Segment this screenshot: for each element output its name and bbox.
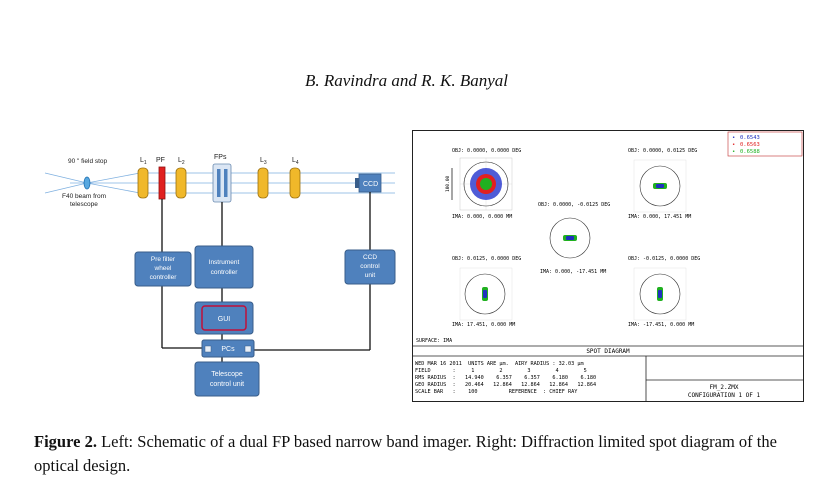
- prefilter-icon: [158, 166, 166, 200]
- figure-caption: Figure 2. Left: Schematic of a dual FP b…: [34, 430, 784, 478]
- svg-text:IMA: 17.451, 0.000 MM: IMA: 17.451, 0.000 MM: [452, 322, 515, 328]
- svg-text:0.6543: 0.6543: [740, 135, 760, 141]
- svg-text:controller: controller: [211, 269, 239, 276]
- pcs-box: PCs: [201, 339, 255, 358]
- spot-diagram: • 0.6543 • 0.6563 • 0.6588 OBJ: 0.0000, …: [412, 130, 804, 402]
- svg-text:Instrument: Instrument: [209, 259, 240, 266]
- ccd-label: CCD: [363, 181, 378, 188]
- svg-text:GEO RADIUS : 20.464 12.86: GEO RADIUS : 20.464 12.864 12.864 12.864…: [415, 382, 596, 388]
- file-name: FM_2.ZMX: [710, 384, 739, 391]
- caption-text: Left: Schematic of a dual FP based narro…: [34, 432, 777, 475]
- lens-l3-label: L3: [260, 157, 267, 166]
- field-stop-icon: [83, 176, 91, 190]
- svg-text:RMS RADIUS : 14.940 6.35: RMS RADIUS : 14.940 6.357 6.357 6.180 6.…: [415, 375, 596, 381]
- lens-l2-icon: [175, 167, 187, 199]
- svg-text:PCs: PCs: [221, 346, 235, 353]
- svg-text:control: control: [360, 263, 380, 270]
- svg-text:•: •: [732, 149, 735, 155]
- svg-text:0.6588: 0.6588: [740, 149, 760, 155]
- svg-text:controller: controller: [150, 274, 178, 281]
- svg-text:IMA: 0.000, 0.000 MM: IMA: 0.000, 0.000 MM: [452, 214, 512, 220]
- spot-field-1: OBJ: 0.0000, 0.0000 DEG 100.00 IMA: 0.00…: [445, 148, 521, 220]
- telescope-control-unit-box: Telescope control unit: [194, 361, 260, 397]
- fp-etalons-icon: [212, 163, 232, 203]
- svg-text:OBJ: -0.0125, 0.0000 DEG: OBJ: -0.0125, 0.0000 DEG: [628, 256, 700, 262]
- svg-text:100.00: 100.00: [445, 175, 451, 192]
- svg-text:IMA: 0.000, 17.451 MM: IMA: 0.000, 17.451 MM: [628, 214, 691, 220]
- instrument-schematic: 90 " field stop F40 beam from telescope …: [44, 154, 396, 397]
- gui-box: GUI: [194, 301, 254, 335]
- svg-text:FIELD : 1 2: FIELD : 1 2 3 4 5: [415, 368, 587, 374]
- svg-text:•: •: [732, 142, 735, 148]
- svg-text:unit: unit: [365, 272, 376, 279]
- svg-text:OBJ: 0.0000, 0.0125 DEG: OBJ: 0.0000, 0.0125 DEG: [628, 148, 697, 154]
- spot-field-5: OBJ: -0.0125, 0.0000 DEG IMA: -17.451, 0…: [628, 256, 700, 328]
- svg-text:OBJ: 0.0125, 0.0000 DEG: OBJ: 0.0125, 0.0000 DEG: [452, 256, 521, 262]
- spot-field-4: OBJ: 0.0125, 0.0000 DEG IMA: 17.451, 0.0…: [452, 256, 521, 328]
- prefilter-controller-box: Pre filter wheel controller: [134, 251, 192, 287]
- connector-lines: [161, 192, 371, 362]
- lens-l4-icon: [289, 167, 301, 199]
- spot-field-2: OBJ: 0.0000, 0.0125 DEG IMA: 0.000, 17.4…: [628, 148, 697, 220]
- svg-text:Pre filter: Pre filter: [151, 256, 176, 263]
- svg-text:GUI: GUI: [218, 316, 231, 323]
- svg-text:control unit: control unit: [210, 381, 244, 388]
- configuration-label: CONFIGURATION 1 OF 1: [688, 392, 761, 399]
- svg-text:SCALE BAR : 100: SCALE BAR : 100 REFERENCE : CHIEF RAY: [415, 389, 578, 395]
- svg-text:wheel: wheel: [154, 265, 173, 272]
- svg-text:0.6563: 0.6563: [740, 142, 760, 148]
- spot-title: SPOT DIAGRAM: [586, 348, 630, 355]
- lens-l4-label: L4: [292, 157, 299, 166]
- lens-l1-label: L1: [140, 157, 147, 166]
- running-header: B. Ravindra and R. K. Banyal: [304, 71, 509, 90]
- lens-l3-icon: [257, 167, 269, 199]
- svg-text:Telescope: Telescope: [211, 371, 243, 378]
- lens-l2-label: L2: [178, 157, 185, 166]
- caption-label: Figure 2.: [34, 432, 97, 451]
- svg-text:•: •: [732, 135, 735, 141]
- svg-text:CCD: CCD: [363, 254, 377, 261]
- beam-label-line2: telescope: [70, 201, 98, 208]
- svg-text:IMA: -17.451, 0.000 MM: IMA: -17.451, 0.000 MM: [628, 322, 694, 328]
- svg-text:WED MAR 16 2011 UNITS ARE µm.: WED MAR 16 2011 UNITS ARE µm. AIRY RADIU…: [415, 361, 584, 367]
- field-stop-label: 90 " field stop: [68, 158, 108, 165]
- wavelength-legend: • 0.6543 • 0.6563 • 0.6588: [727, 131, 803, 157]
- spot-field-3: OBJ: 0.0000, -0.0125 DEG IMA: 0.000, -17…: [538, 202, 610, 275]
- lens-l1-icon: [137, 167, 149, 199]
- ccd-control-unit-box: CCD control unit: [344, 249, 396, 285]
- beam-label-line1: F40 beam from: [62, 193, 106, 200]
- svg-text:IMA: 0.000, -17.451 MM: IMA: 0.000, -17.451 MM: [540, 269, 606, 275]
- spot-info-lines: WED MAR 16 2011 UNITS ARE µm. AIRY RADIU…: [415, 361, 596, 395]
- svg-text:OBJ: 0.0000, 0.0000 DEG: OBJ: 0.0000, 0.0000 DEG: [452, 148, 521, 154]
- surface-label: SURFACE: IMA: [416, 338, 452, 344]
- instrument-controller-box: Instrument controller: [194, 245, 254, 289]
- svg-text:OBJ: 0.0000, -0.0125 DEG: OBJ: 0.0000, -0.0125 DEG: [538, 202, 610, 208]
- fps-label: FPs: [214, 154, 227, 161]
- pf-label: PF: [156, 157, 165, 164]
